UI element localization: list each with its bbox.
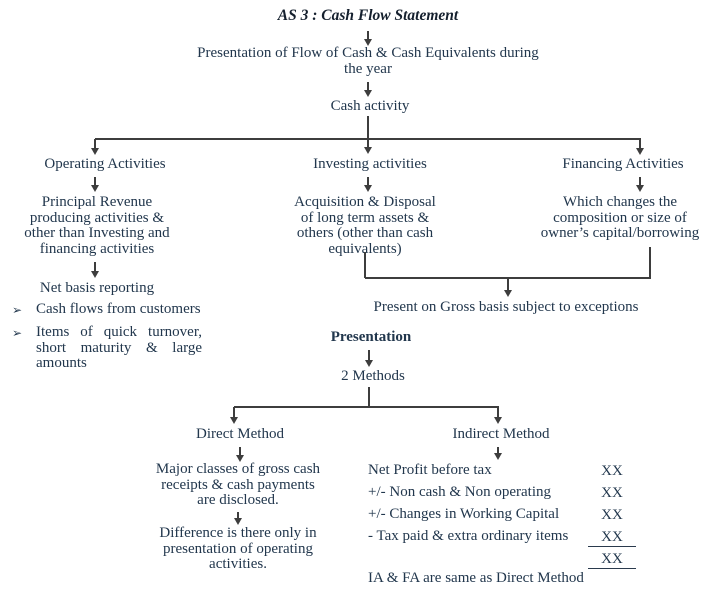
row-label: +/- Non cash & Non operating [368, 484, 552, 500]
row-label: Net Profit before tax [368, 462, 492, 478]
down-arrow-icon [497, 447, 499, 453]
intro-text: Presentation of Flow of Cash & Cash Equi… [197, 45, 539, 77]
bullet-arrowhead-icon: ➢ [12, 326, 23, 340]
down-arrow-icon [94, 262, 96, 271]
cash-activity-node: Cash activity [330, 98, 410, 114]
direct-method-label: Direct Method [196, 426, 284, 442]
table-row: XX [368, 551, 636, 573]
down-arrow-icon [497, 407, 499, 417]
bullet-item: Cash flows from customers [36, 301, 201, 317]
direct-method-note-1: Major classes of gross cash receipts & c… [155, 461, 321, 508]
down-arrow-icon [639, 139, 641, 148]
connector-line [364, 252, 366, 278]
row-value: XX [601, 485, 623, 501]
financing-activities-label: Financing Activities [562, 156, 684, 172]
down-arrow-icon [233, 407, 235, 417]
down-arrow-icon [368, 350, 370, 360]
connector-line [368, 387, 370, 407]
operating-description: Principal Revenue producing activities &… [24, 194, 170, 257]
operating-activities-label: Operating Activities [44, 156, 166, 172]
indirect-method-label: Indirect Method [452, 426, 550, 442]
down-arrow-icon [239, 447, 241, 455]
indirect-computation-table: Net Profit before tax XX +/- Non cash & … [368, 462, 636, 573]
direct-method-note-2: Difference is there only in presentation… [159, 525, 317, 572]
row-value-underlined: XX [588, 551, 636, 569]
table-row: Net Profit before tax XX [368, 462, 636, 485]
table-row: +/- Changes in Working Capital XX [368, 506, 636, 529]
financing-description: Which changes the composition or size of… [540, 194, 700, 241]
diagram-title: AS 3 : Cash Flow Statement [277, 7, 459, 24]
table-row: +/- Non cash & Non operating XX [368, 484, 636, 507]
presentation-heading: Presentation [330, 329, 412, 345]
row-label: +/- Changes in Working Capital [368, 506, 560, 522]
row-value: XX [601, 507, 623, 523]
bullet-arrowhead-icon: ➢ [12, 303, 23, 317]
row-label: - Tax paid & extra ordinary items [368, 528, 569, 544]
down-arrow-icon [367, 116, 369, 147]
methods-node: 2 Methods [341, 368, 405, 384]
row-value: XX [601, 463, 623, 479]
down-arrow-icon [237, 512, 239, 518]
gross-basis-note: Present on Gross basis subject to except… [373, 299, 639, 315]
investing-activities-label: Investing activities [313, 156, 427, 172]
indirect-method-footer: IA & FA are same as Direct Method [368, 570, 584, 586]
methods-connector-line [234, 406, 499, 408]
bullet-item: Items of quick turnover, short maturity … [36, 324, 202, 371]
down-arrow-icon [367, 177, 369, 185]
down-arrow-icon [94, 139, 96, 148]
investing-description: Acquisition & Disposal of long term asse… [294, 194, 436, 257]
connector-line [649, 247, 651, 278]
down-arrow-icon [367, 82, 369, 90]
net-basis-reporting: Net basis reporting [39, 280, 155, 296]
down-arrow-icon [639, 177, 641, 185]
row-value-underlined: XX [588, 529, 636, 547]
down-arrow-icon [94, 177, 96, 185]
down-arrow-icon [367, 31, 369, 39]
down-arrow-icon [507, 278, 509, 290]
branch-connector-line [95, 138, 641, 140]
table-row: - Tax paid & extra ordinary items XX [368, 528, 636, 551]
